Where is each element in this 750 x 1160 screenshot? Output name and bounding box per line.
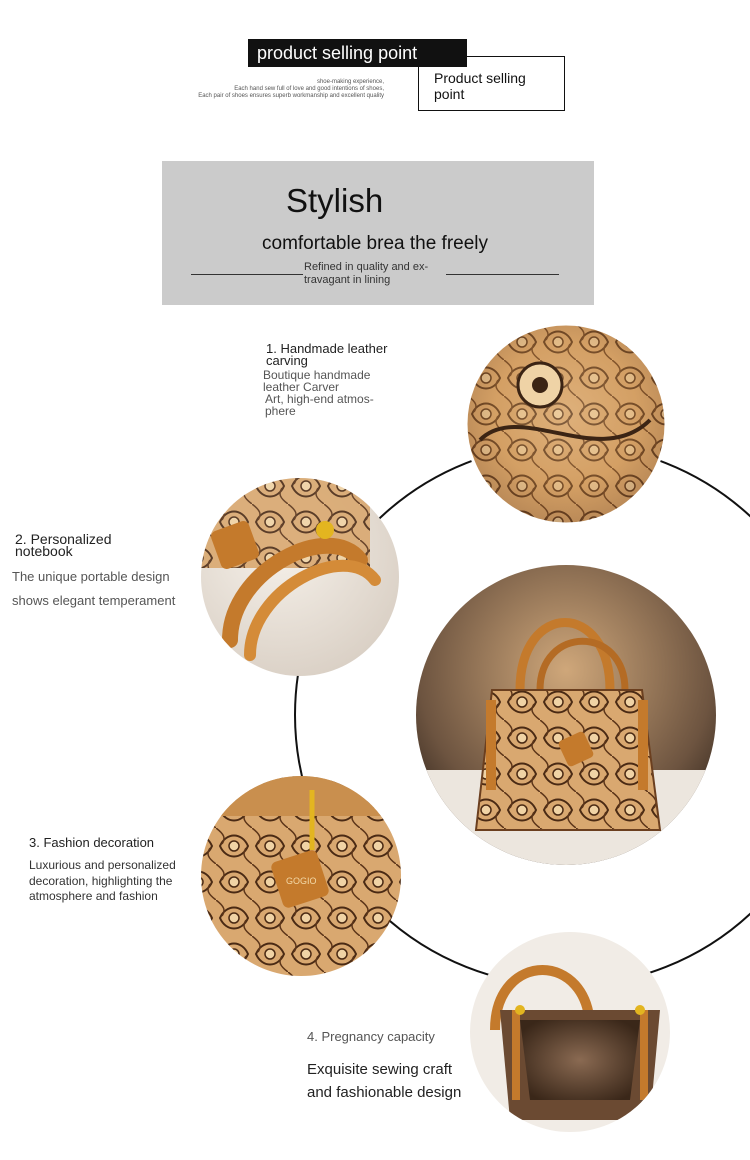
banner-rule-left <box>191 274 303 275</box>
handle-detail-image <box>201 478 399 676</box>
banner-note-line-2: travagant in lining <box>304 274 391 286</box>
feature-3-body-line-3: atmosphere and fashion <box>29 889 158 903</box>
feature-2-title-line-1: 2. Personalized <box>15 531 112 547</box>
feature-3-body: Luxurious and personalized decoration, h… <box>29 858 176 905</box>
feature-1-body-line-4: phere <box>265 404 296 418</box>
charm-logo-text: GOGIO <box>286 876 317 886</box>
selling-point-box-line-2: point <box>434 86 465 102</box>
feature-3-body-line-2: decoration, highlighting the <box>29 873 173 888</box>
interior-image <box>470 932 670 1132</box>
feature-3-body-line-1: Luxurious and personalized <box>29 858 176 872</box>
feature-4-body-line-1: Exquisite sewing craft <box>307 1061 453 1078</box>
carving-closeup-image <box>466 324 666 524</box>
stylish-banner <box>162 161 594 305</box>
selling-point-tag: product selling point <box>248 39 467 67</box>
feature-2-body: The unique portable design shows elegant… <box>12 565 175 613</box>
feature-2-body-line-2: shows elegant temperament <box>12 593 176 608</box>
banner-note-line-1: Refined in quality and ex- <box>304 261 429 273</box>
feature-1-body: Boutique handmade leather Carver Art, hi… <box>263 369 374 417</box>
banner-subtitle: comfortable brea the freely <box>262 233 489 254</box>
feature-1-title-line-1: 1. Handmade leather <box>266 341 388 356</box>
main-bag-image <box>416 565 716 865</box>
feature-2-title: 2. Personalized notebook <box>15 531 112 559</box>
feature-3-title: 3. Fashion decoration <box>29 835 155 850</box>
charm-detail-image: GOGIO <box>201 776 401 976</box>
feature-4-title: 4. Pregnancy capacity <box>307 1029 435 1044</box>
selling-point-box-line-1: Product selling <box>434 70 526 86</box>
feature-1-title: 1. Handmade leather carving <box>266 341 388 368</box>
feature-4-body-line-2: and fashionable design <box>307 1084 462 1101</box>
tagline-line-3: Each pair of shoes ensures superb workma… <box>198 93 384 99</box>
feature-2-title-line-2: notebook <box>15 543 73 559</box>
banner-title: Stylish <box>286 182 384 219</box>
tagline-line-1: shoe-making experience, <box>316 79 384 85</box>
feature-2-body-line-1: The unique portable design <box>12 569 170 584</box>
selling-point-box: Product selling point <box>418 56 565 111</box>
tagline-line-2: Each hand sew full of love and good inte… <box>234 86 384 92</box>
feature-1-title-line-2: carving <box>266 353 308 368</box>
feature-1-body-line-1: Boutique handmade <box>263 368 371 382</box>
feature-4-body: Exquisite sewing craft and fashionable d… <box>307 1058 461 1104</box>
banner-rule-right <box>446 274 559 275</box>
feature-1-body-line-2: leather Carver <box>263 380 340 394</box>
banner-note: Refined in quality and ex- travagant in … <box>304 261 428 287</box>
feature-1-body-line-3: Art, high-end atmos- <box>265 392 374 406</box>
